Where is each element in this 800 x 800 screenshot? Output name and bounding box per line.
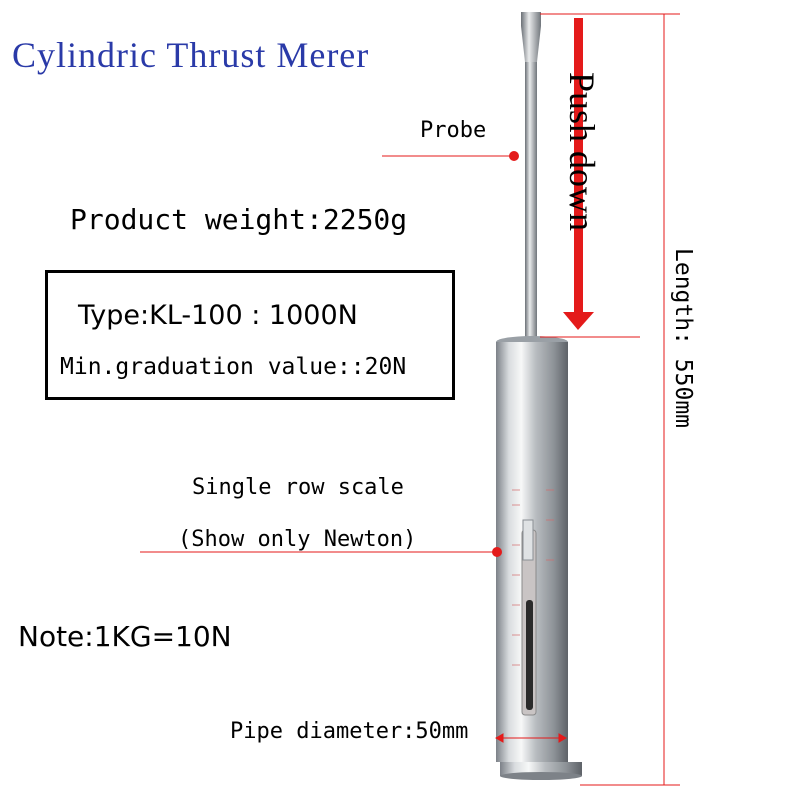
cylinder-body: [496, 336, 582, 780]
push-down-arrow: [563, 18, 594, 330]
probe-tip: [521, 12, 541, 62]
pipe-diameter-label: Pipe diameter:50mm: [230, 719, 469, 744]
type-spec: Type:KL-100 : 1000N: [78, 300, 358, 331]
scale-leader: [140, 547, 502, 557]
probe-label: Probe: [420, 118, 487, 143]
scale-sublabel: (Show only Newton): [178, 527, 417, 552]
push-down-label: Push down: [562, 72, 602, 232]
spec-box: [45, 270, 455, 400]
unit-note: Note:1KG=10N: [18, 620, 232, 653]
probe-leader: [382, 151, 519, 161]
probe-rod: [525, 62, 537, 337]
product-weight-label: Product weight:2250g: [70, 203, 408, 236]
length-label: Length: 550mm: [670, 248, 696, 429]
page-title: Cylindric Thrust Merer: [12, 35, 370, 75]
scale-label: Single row scale: [192, 475, 404, 500]
graduation-spec: Min.graduation value::20N: [60, 354, 407, 380]
pipe-diameter-dimension: [494, 733, 568, 743]
length-dimension: [540, 13, 680, 786]
